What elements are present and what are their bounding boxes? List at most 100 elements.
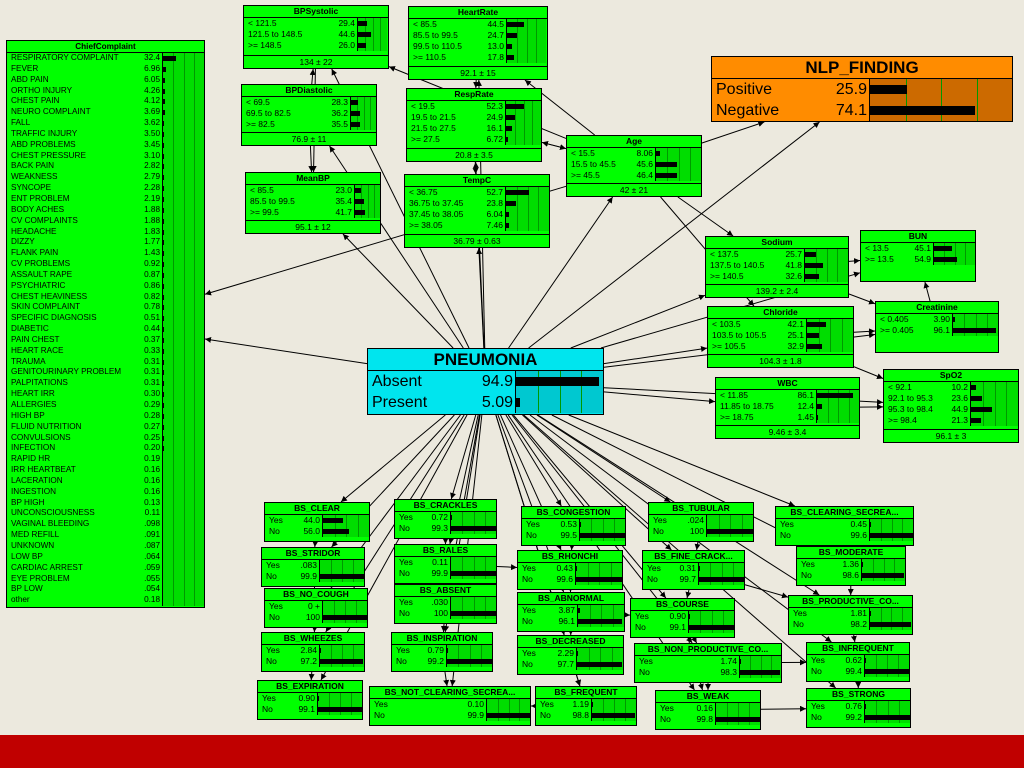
bar-gridline	[193, 356, 195, 368]
node-title: PNEUMONIA	[368, 349, 603, 371]
bar-gridline	[183, 432, 185, 444]
belief-bar-area	[354, 207, 380, 218]
bar-gridline	[193, 53, 195, 64]
bar-gridline	[183, 345, 185, 357]
state-value: 0.78	[144, 302, 160, 312]
state-label: >= 13.5	[865, 254, 894, 264]
bar-gridline	[193, 248, 195, 260]
belief-bar-area	[162, 367, 204, 379]
node-title: BS_PRODUCTIVE_CO...	[789, 596, 912, 608]
state-label: Yes	[262, 693, 276, 703]
state-row: Yes.030	[395, 597, 496, 608]
belief-bar	[506, 137, 509, 142]
state-value: 32.4	[144, 53, 160, 62]
state-label: 19.5 to 21.5	[411, 112, 456, 122]
belief-bar	[807, 322, 827, 327]
belief-bar	[577, 651, 579, 656]
state-value: 99.9	[431, 568, 448, 578]
state-label: No	[522, 616, 533, 626]
belief-bar	[817, 415, 818, 420]
bar-gridline	[193, 508, 195, 520]
state-value: 12.4	[797, 401, 814, 411]
belief-bar-area	[162, 53, 204, 64]
bar-gridline	[727, 703, 728, 714]
bar-gridline	[815, 249, 817, 260]
belief-bar-area	[162, 215, 204, 227]
belief-bar-area	[162, 302, 204, 314]
edge-bs_wheezes-to-bs_expiration	[308, 671, 315, 681]
state-label: Yes	[639, 656, 653, 666]
bar-gridline	[721, 563, 723, 574]
belief-bar	[740, 659, 741, 664]
state-value: 0.90	[669, 611, 686, 621]
bar-gridline	[183, 139, 185, 151]
belief-bar-area	[350, 119, 376, 130]
bar-gridline	[173, 302, 175, 314]
belief-bar	[320, 648, 322, 653]
bar-gridline	[526, 19, 528, 30]
bar-gridline	[1006, 382, 1008, 393]
bar-gridline	[830, 330, 831, 341]
state-row: Yes.024	[649, 515, 753, 526]
bar-gridline	[514, 123, 516, 134]
edge-pneumonia-to-tempc	[476, 247, 485, 349]
state-label: IRR HEARTBEAT	[11, 465, 76, 475]
belief-bar-area	[861, 559, 905, 570]
state-value: 2.82	[144, 161, 160, 171]
bar-gridline	[614, 699, 615, 710]
state-value: 32.6	[785, 271, 802, 281]
state-value: 1.77	[144, 237, 160, 247]
belief-bar	[163, 229, 164, 235]
belief-bar-area	[162, 540, 204, 552]
